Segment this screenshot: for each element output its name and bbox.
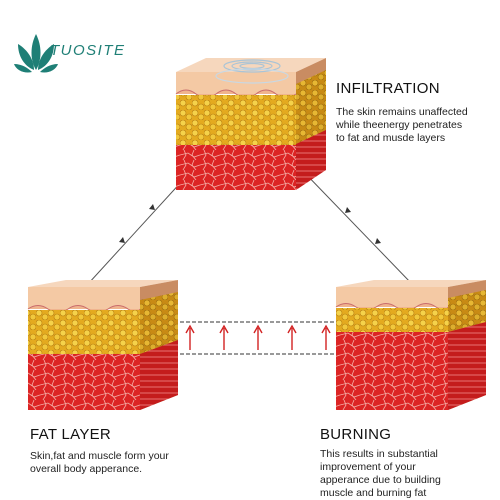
burning-block — [335, 280, 486, 410]
description-line: apperance due to building — [320, 474, 441, 486]
description-line: to fat and musde layers — [336, 132, 446, 144]
description-line: while theenergy penetrates — [336, 119, 463, 131]
connector-lines — [87, 167, 413, 285]
description-line: muscle and burning fat — [320, 487, 427, 499]
lotus-icon — [14, 34, 58, 73]
fat-layer-description: Skin,fat and muscle form your overall bo… — [30, 450, 169, 476]
fat-layer-block — [27, 280, 178, 410]
brand-name: TUOSITE — [50, 42, 126, 59]
description-line: improvement of your — [320, 461, 416, 473]
energy-waves — [215, 59, 289, 84]
description-line: The skin remains unaffected — [336, 106, 468, 118]
description-line: This results in substantial — [320, 448, 438, 460]
connector-left-arrows — [119, 204, 155, 243]
brand-logo — [14, 24, 144, 80]
burning-description: This results in substantial improvement … — [320, 448, 441, 500]
infiltration-description: The skin remains unaffected while theene… — [336, 106, 468, 145]
description-line: overall body apperance. — [30, 463, 143, 475]
fat-layer-title: FAT LAYER — [30, 426, 112, 443]
burning-title: BURNING — [320, 426, 392, 443]
description-line: Skin,fat and muscle form your — [30, 450, 169, 462]
infiltration-title: INFILTRATION — [336, 80, 440, 97]
infiltration-block — [175, 58, 326, 190]
connector-right-arrows — [345, 207, 381, 244]
transition-arrows — [180, 321, 334, 355]
connector-right — [299, 167, 413, 285]
